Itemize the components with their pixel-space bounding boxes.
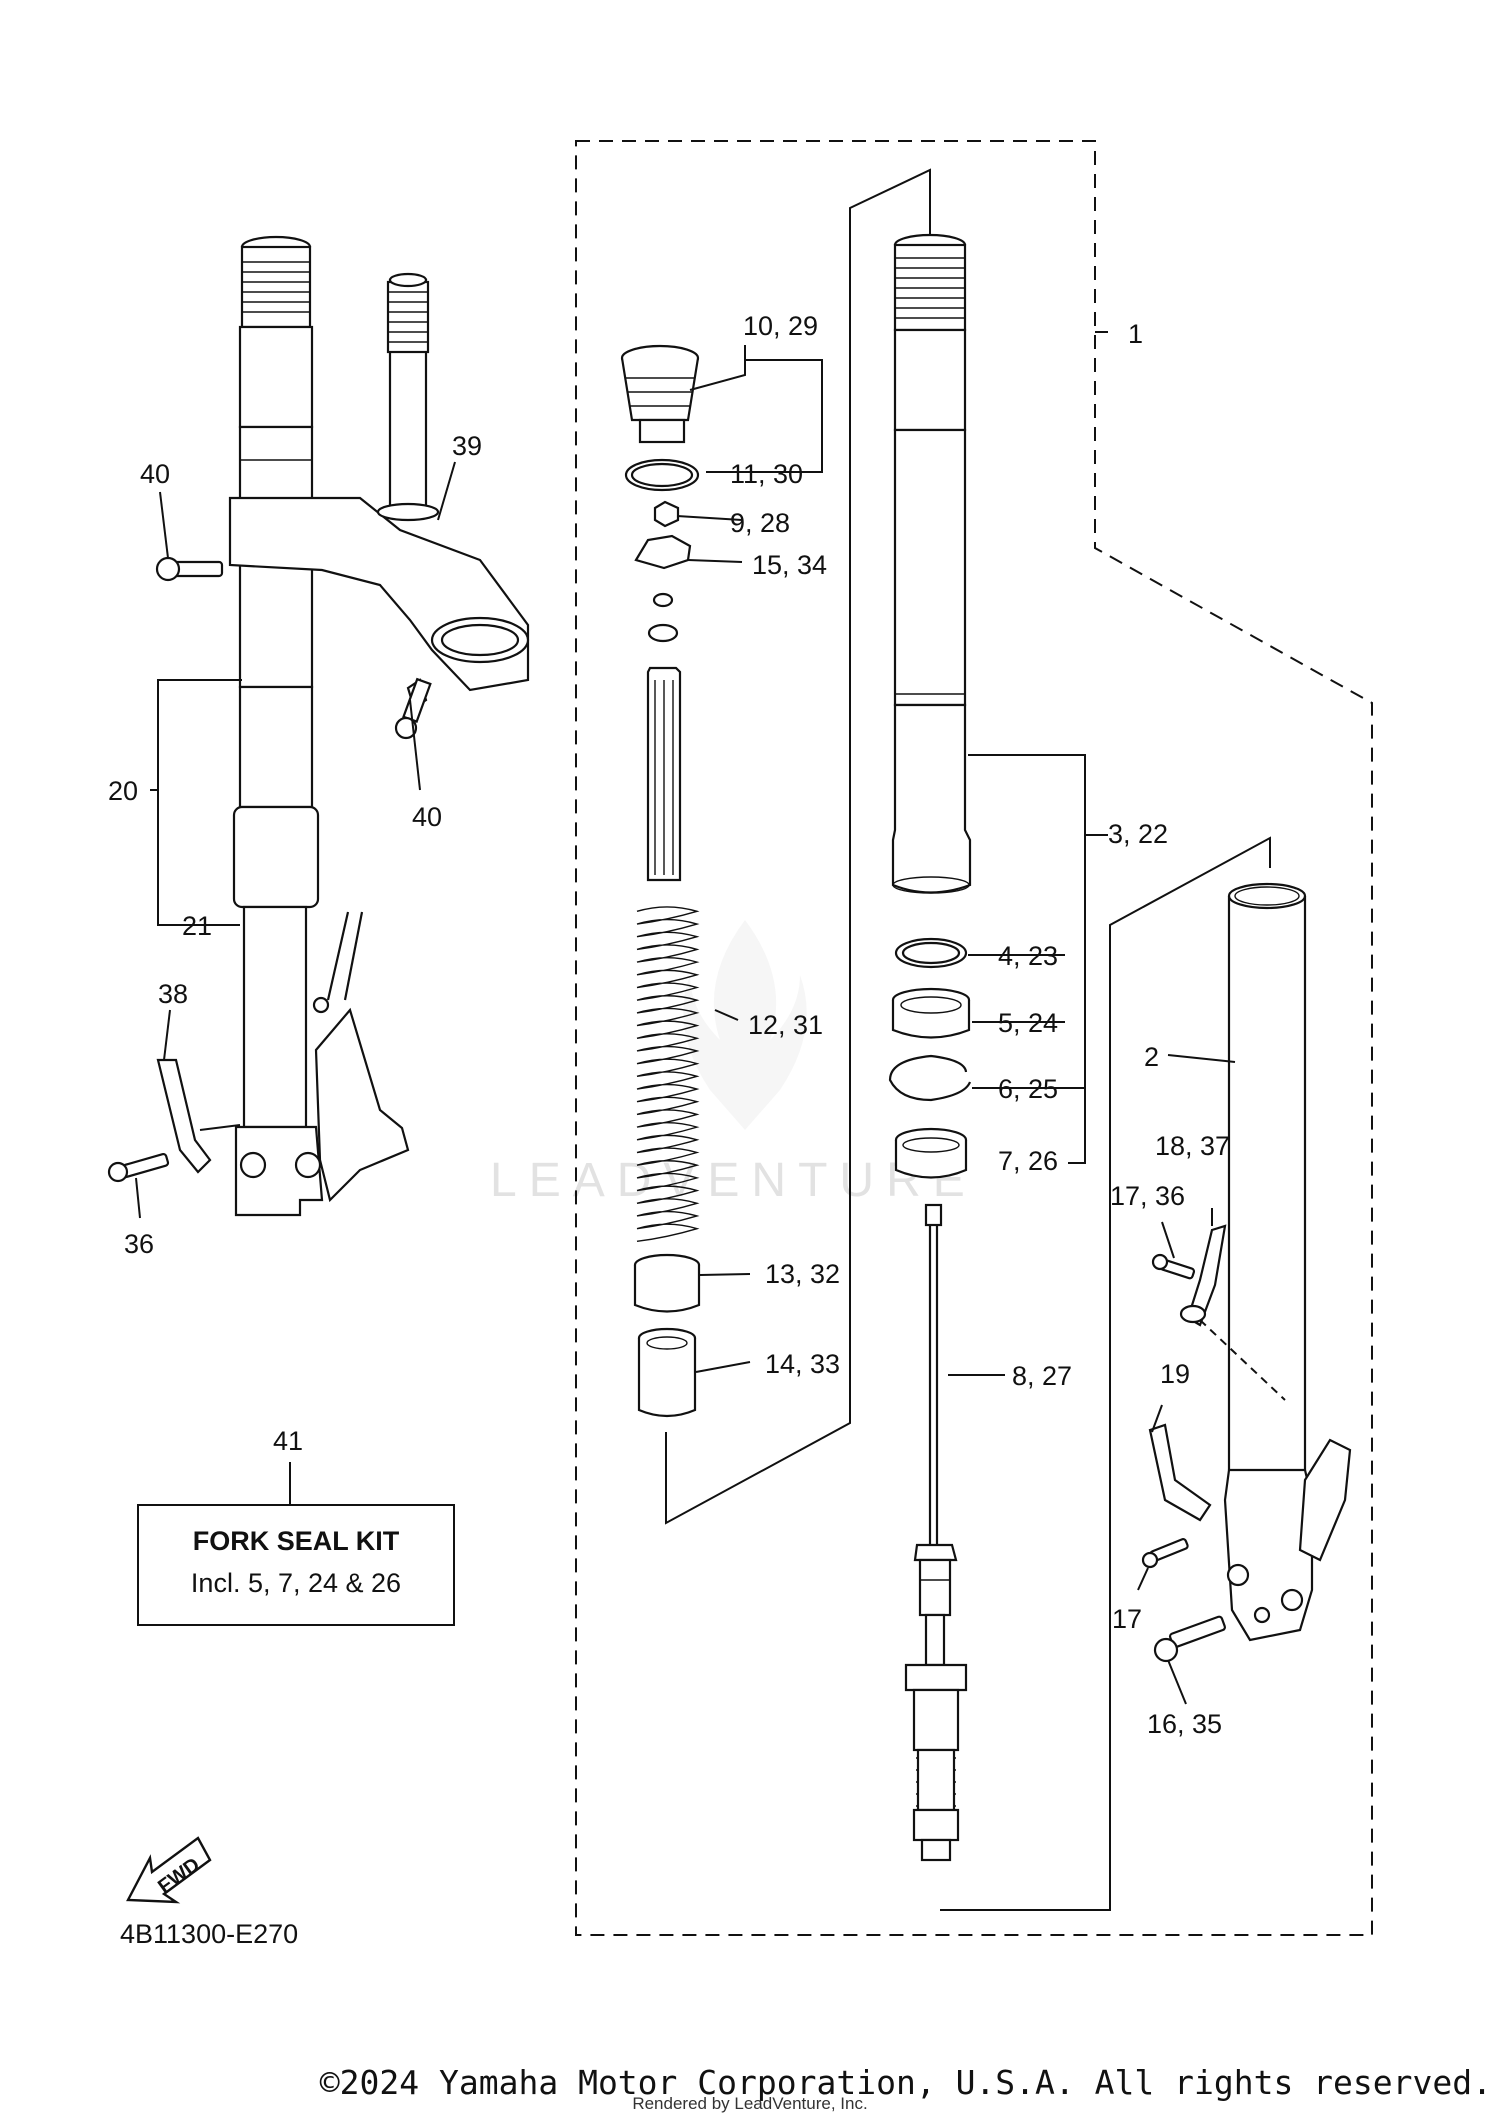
diagram-code: 4B11300-E270 (120, 1919, 298, 1949)
damper-rod (904, 1203, 968, 1862)
fwd-arrow-icon: FWD (126, 1836, 212, 1904)
watermark-logo (683, 920, 807, 1130)
callout-14-33: 14, 33 (765, 1349, 840, 1379)
callout-40-upper: 40 (140, 459, 170, 489)
callout-8-27: 8, 27 (1012, 1361, 1072, 1391)
callout-10-29: 10, 29 (743, 311, 818, 341)
callout-36: 36 (124, 1229, 154, 1259)
leader-lines-right (940, 754, 1271, 1911)
leader-lines-left (135, 461, 456, 1219)
callout-3-22: 3, 22 (1108, 819, 1168, 849)
callout-17-36: 17, 36 (1110, 1181, 1185, 1211)
callout-4-23: 4, 23 (998, 941, 1058, 971)
callout-20: 20 (108, 776, 138, 806)
callout-40-lower: 40 (412, 802, 442, 832)
fork-seal-kit-box: FORK SEAL KIT Incl. 5, 7, 24 & 26 (137, 1462, 455, 1626)
seal-rings (888, 937, 972, 1179)
callout-18-37: 18, 37 (1155, 1131, 1230, 1161)
callout-38: 38 (158, 979, 188, 1009)
callout-labels: 1 2 3, 22 4, 23 5, 24 6, 25 7, 26 8, 27 … (108, 311, 1230, 1739)
callout-16-35: 16, 35 (1147, 1709, 1222, 1739)
callout-11-30: 11, 30 (730, 459, 803, 489)
callout-41: 41 (273, 1426, 303, 1456)
callout-19: 19 (1160, 1359, 1190, 1389)
inner-tube (1141, 882, 1352, 1663)
spring (636, 906, 700, 1243)
callout-13-32: 13, 32 (765, 1259, 840, 1289)
callout-1: 1 (1128, 319, 1143, 349)
kit-subtitle: Incl. 5, 7, 24 & 26 (191, 1568, 401, 1598)
kit-title: FORK SEAL KIT (193, 1526, 400, 1556)
callout-9-28: 9, 28 (730, 508, 790, 538)
callout-15-34: 15, 34 (752, 550, 827, 580)
callout-5-24: 5, 24 (998, 1008, 1058, 1038)
callout-2: 2 (1144, 1042, 1159, 1072)
callout-12-31: 12, 31 (748, 1010, 823, 1040)
assembly-outline (575, 140, 1373, 1936)
copyright-notice: ©2024 Yamaha Motor Corporation, U.S.A. A… (319, 2063, 1492, 2102)
assembled-fork (107, 235, 530, 1217)
callout-39: 39 (452, 431, 482, 461)
watermark-text: LEADVENTURE (490, 1154, 977, 1207)
callout-17: 17 (1112, 1604, 1142, 1634)
callout-6-25: 6, 25 (998, 1074, 1058, 1104)
callout-7-26: 7, 26 (998, 1146, 1058, 1176)
rendered-by-notice: Rendered by LeadVenture, Inc. (632, 2094, 868, 2113)
exploded-parts (620, 344, 701, 1418)
callout-21: 21 (182, 911, 212, 941)
outer-tube (891, 233, 972, 894)
leader-lines-middle (665, 168, 1108, 1525)
